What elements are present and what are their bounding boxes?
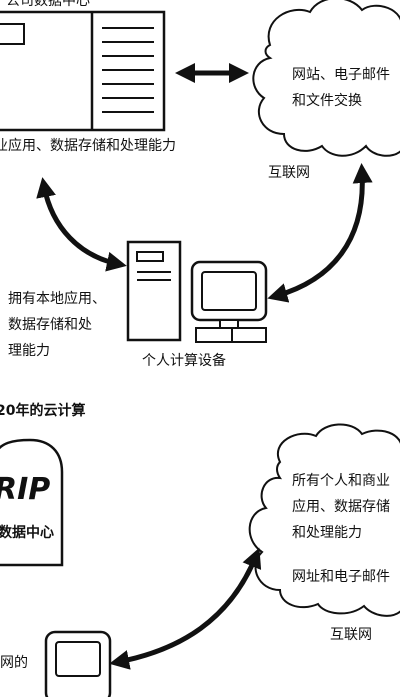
section-title: 20年的云计算 <box>0 403 86 419</box>
internet-cloud-shape <box>252 0 400 157</box>
cloud-bottom-line-1: 所有个人和商业 <box>292 473 390 489</box>
device-monitor-icon <box>44 630 112 697</box>
cloud-bottom-line-2: 应用、数据存储 <box>292 499 390 515</box>
pc-label: 个人计算设备 <box>142 353 226 369</box>
device-cloud-arrow <box>109 547 262 670</box>
cloud-bottom-label: 互联网 <box>330 627 372 643</box>
cloud-bottom-line-3: 和处理能力 <box>292 525 362 541</box>
datacenter-pc-arrow <box>36 177 127 272</box>
datacenter-icon <box>0 10 166 132</box>
datacenter-label: 公司数据中心 <box>6 0 90 9</box>
device-caption: 网的 <box>0 655 28 671</box>
tombstone-rip: RIP <box>0 472 51 507</box>
internet-cloud-shape-bottom <box>248 423 400 617</box>
pc-caption-line-3: 理能力 <box>8 343 50 359</box>
pc-caption-line-1: 拥有本地应用、 <box>8 291 106 307</box>
cloud-pc-arrow <box>267 163 373 303</box>
tombstone-icon <box>0 438 64 567</box>
cloud-text-line-1: 网站、电子邮件 <box>292 67 390 83</box>
cloud-bottom-line-4: 网址和电子邮件 <box>292 569 390 585</box>
cloud-label: 互联网 <box>268 165 310 181</box>
cloud-text-line-2: 和文件交换 <box>292 93 362 109</box>
tombstone-text: 数据中心 <box>0 525 54 541</box>
pc-caption-line-2: 数据存储和处 <box>8 317 92 333</box>
personal-computer-icon <box>126 240 268 343</box>
datacenter-caption: 业应用、数据存储和处理能力 <box>0 138 176 154</box>
